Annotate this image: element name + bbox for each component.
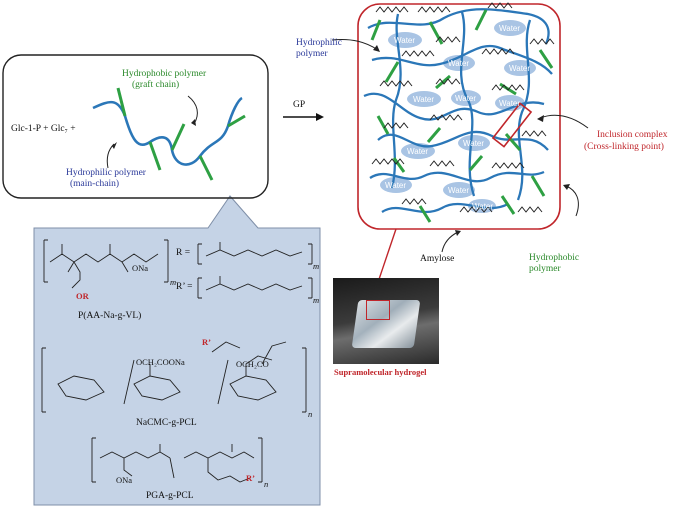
structure-nacmc-g-pcl xyxy=(41,341,307,413)
reactants-label: Glc-1-P + Glc₇ + xyxy=(11,124,76,134)
inclusion-complex-label-line1: Inclusion complex xyxy=(597,130,668,140)
water-label: Water xyxy=(413,95,435,104)
hydrogel-network-frame xyxy=(357,3,561,230)
structure-p-aa-na-g-vl xyxy=(43,239,313,299)
r-prime-subscript-m: m xyxy=(313,295,320,305)
amylose-label: Amylose xyxy=(420,254,455,264)
hydrophilic-main-label-line1: Hydrophilic polymer xyxy=(66,168,146,178)
p3-name: PGA-g-PCL xyxy=(146,491,194,501)
water-label: Water xyxy=(385,181,407,190)
amylose-helices xyxy=(371,2,555,213)
water-label: Water xyxy=(407,147,429,156)
p1-ona-label: ONa xyxy=(132,263,149,273)
p3-r-prime: R’ xyxy=(246,473,255,483)
photo-highlight-box xyxy=(366,300,390,320)
hydrophobic-pointer-arrow xyxy=(565,185,579,217)
main-chain-line xyxy=(92,96,243,166)
p2-och2coona-label: OCH₂COONa xyxy=(136,357,185,367)
gp-arrow-head xyxy=(316,113,324,121)
r-prime-definition: R’ = xyxy=(176,282,193,292)
p2-subscript-n: n xyxy=(308,409,313,419)
main-pointer-arrow xyxy=(106,143,115,169)
hydrophilic-polymer-label-line1: Hydrophilic xyxy=(296,38,342,48)
p2-r-prime: R’ xyxy=(202,337,211,347)
water-label: Water xyxy=(394,36,416,45)
p2-name: NaCMC-g-PCL xyxy=(136,418,197,428)
hydrophobic-polymer-label-line1: Hydrophobic xyxy=(529,253,580,263)
hydrophobic-polymer-label-line2: polymer xyxy=(529,264,561,274)
water-label: Water xyxy=(499,24,521,33)
gp-arrow-label: GP xyxy=(293,100,306,110)
graft-pointer-arrow xyxy=(187,95,198,125)
inclusion-complex-box xyxy=(491,102,533,148)
water-label: Water xyxy=(509,64,531,73)
water-label: Water xyxy=(448,186,470,195)
water-label: Water xyxy=(499,99,521,108)
structure-pga-g-pcl xyxy=(91,437,263,483)
amylose-pointer-arrow xyxy=(441,231,459,253)
photo-caption: Supramolecular hydrogel xyxy=(334,367,427,377)
inclusion-pointer-arrow xyxy=(539,114,589,129)
graft-chains-left xyxy=(116,87,246,181)
hydrogel-photo xyxy=(333,278,439,364)
p3-ona-label: ONa xyxy=(116,475,133,485)
hydrophobic-graft-label-line2: (graft chain) xyxy=(132,80,180,90)
p1-or-label: OR xyxy=(76,291,89,301)
structures-callout xyxy=(33,195,321,506)
network-graft-chains xyxy=(370,9,554,223)
r-definition: R = xyxy=(176,248,191,258)
water-label: Water xyxy=(472,202,494,211)
left-panel-frame xyxy=(2,54,269,199)
hydrophobic-graft-label-line1: Hydrophobic polymer xyxy=(122,69,207,79)
hydrophilic-polymer-label-line2: polymer xyxy=(296,49,328,59)
p2-och2co-label: OCH₂CO xyxy=(236,359,269,369)
r-subscript-m: m xyxy=(313,261,320,271)
water-label: Water xyxy=(455,94,477,103)
water-label: Water xyxy=(448,59,470,68)
p1-subscript-m: m xyxy=(170,277,177,287)
p1-name: P(AA-Na-g-VL) xyxy=(78,311,142,321)
inclusion-complex-label-line2: (Cross-linking point) xyxy=(584,142,664,152)
hydrophilic-main-label-line2: (main-chain) xyxy=(70,179,120,189)
p3-subscript-n: n xyxy=(264,479,269,489)
water-label: Water xyxy=(463,139,485,148)
